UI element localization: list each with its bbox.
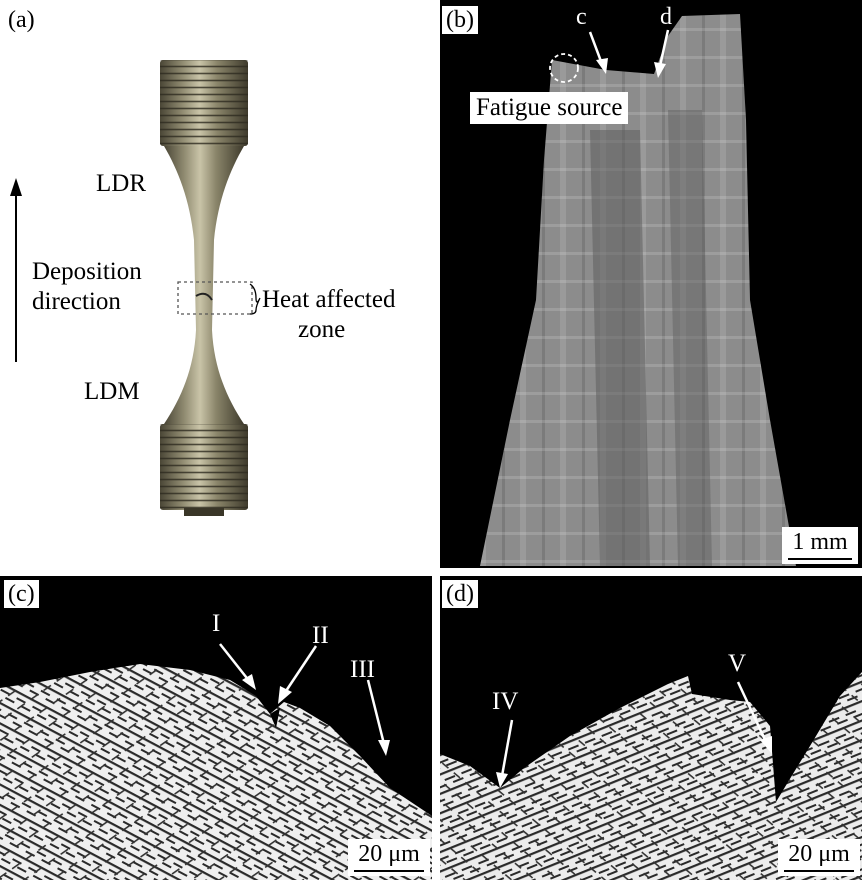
microstructure-d bbox=[440, 672, 862, 880]
panel-a: (a) LDR Deposition direction Heat affect… bbox=[0, 0, 432, 568]
scale-bar-d: 20 μm bbox=[778, 839, 860, 876]
scale-bar-b: 1 mm bbox=[782, 527, 858, 564]
scale-bar-c: 20 μm bbox=[348, 839, 430, 876]
panel-a-tag: (a) bbox=[4, 6, 39, 34]
gauge-section bbox=[164, 146, 244, 424]
marker-c: c bbox=[576, 4, 587, 30]
deposition-direction-line2: direction bbox=[32, 288, 121, 315]
haz-label-line2: zone bbox=[298, 316, 346, 343]
panel-d: (d) IV V 20 μm bbox=[440, 576, 862, 880]
panel-d-tag: (d) bbox=[442, 580, 478, 608]
marker-ii: II bbox=[312, 622, 329, 649]
specimen-photo bbox=[10, 60, 261, 516]
marker-i: I bbox=[212, 610, 221, 637]
scale-label-c: 20 μm bbox=[358, 841, 420, 867]
marker-iv: IV bbox=[492, 688, 519, 715]
marker-d: d bbox=[660, 4, 672, 30]
deposition-direction-line1: Deposition bbox=[32, 258, 142, 285]
marker-iii: III bbox=[350, 656, 375, 683]
fatigue-source-label: Fatigue source bbox=[470, 92, 629, 124]
panel-c: (c) I II III 20 μm bbox=[0, 576, 432, 880]
ldr-label: LDR bbox=[96, 170, 146, 197]
panel-c-tag: (c) bbox=[4, 580, 39, 608]
scale-label-b: 1 mm bbox=[792, 529, 848, 555]
scale-label-d: 20 μm bbox=[788, 841, 850, 867]
ldm-label: LDM bbox=[84, 378, 140, 405]
haz-box bbox=[177, 281, 253, 315]
panel-b: (b) c d Fatigue source 1 mm bbox=[440, 0, 862, 568]
marker-v: V bbox=[728, 650, 747, 677]
fatigue-source-circle bbox=[549, 53, 579, 83]
panel-b-tag: (b) bbox=[442, 6, 478, 34]
haz-label-line1: Heat affected bbox=[262, 286, 396, 313]
fracture-surface-image bbox=[480, 14, 796, 566]
